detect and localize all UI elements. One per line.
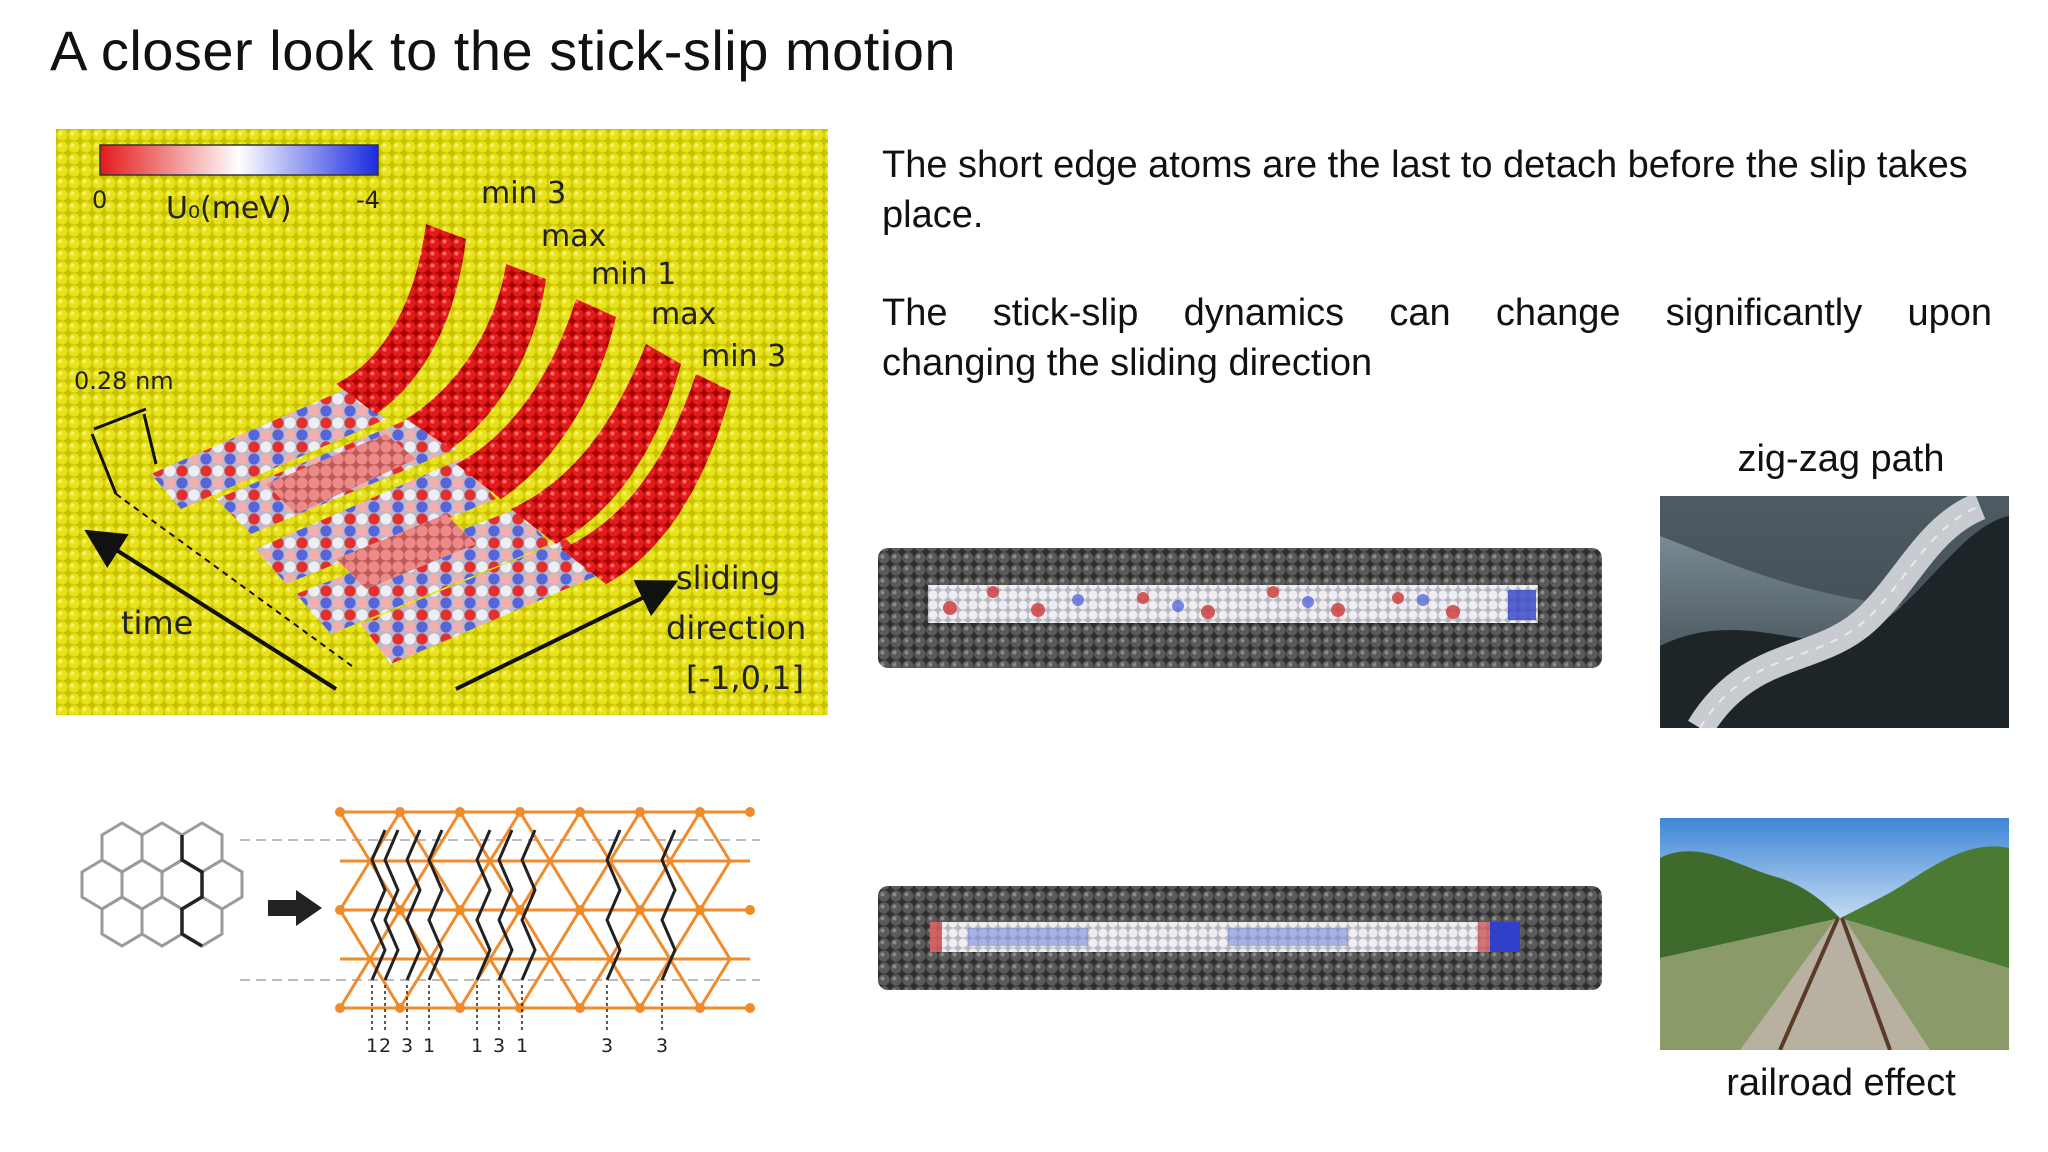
stick-slip-svg: 0 U₀(meV) -4 min 3 max min 1 max min 3 0 (56, 129, 828, 715)
flake-red-spots (943, 586, 1460, 619)
sim1-svg (878, 548, 1602, 668)
scale-markers (90, 407, 158, 495)
flake-blue-spots (1072, 590, 1536, 620)
index-label: 3 (401, 1035, 413, 1057)
orange-nodes (335, 807, 755, 1013)
black-chains (370, 829, 677, 981)
time-arrow (84, 529, 338, 691)
ribbon-4 (511, 344, 681, 544)
ribbon-1 (336, 224, 466, 414)
sliding-label-2: direction (666, 609, 806, 647)
index-label: 1 (366, 1035, 378, 1057)
label-max-2: max (651, 297, 716, 332)
index-label: 3 (601, 1035, 613, 1057)
sliding-label-3: [-1,0,1] (686, 659, 804, 697)
sliding-label-1: sliding (676, 559, 780, 597)
flake-blue-edge (1490, 922, 1520, 952)
slide-title: A closer look to the stick-slip motion (50, 19, 957, 82)
flake-strip-5 (361, 539, 601, 664)
flake-pink-1 (266, 434, 416, 514)
stick-slip-figure: 0 U₀(meV) -4 min 3 max min 1 max min 3 0 (56, 129, 828, 715)
index-labels: 1 2 3 1 1 3 1 3 3 (366, 1035, 668, 1057)
colorbar-max: -4 (356, 186, 380, 214)
ribbon-2 (406, 264, 546, 449)
flake-strip-1 (151, 389, 386, 509)
ribbon-3 (456, 299, 616, 499)
scale-dashed (115, 493, 357, 670)
caption-zigzag: zig-zag path (1737, 438, 1945, 480)
colorbar-label: U₀(meV) (166, 191, 292, 226)
lattice-diagram: 1 2 3 1 1 3 1 3 3 (60, 790, 780, 1060)
road-svg (1660, 496, 2009, 728)
rail-svg (1660, 818, 2009, 1050)
flake-pink-2 (336, 514, 476, 589)
label-min3-bottom: min 3 (701, 339, 786, 374)
index-label: 1 (471, 1035, 483, 1057)
lattice-svg: 1 2 3 1 1 3 1 3 3 (80, 807, 760, 1057)
flake (928, 585, 1538, 623)
index-label: 1 (423, 1035, 435, 1057)
label-min1: min 1 (591, 257, 676, 292)
flake-left-edge (930, 922, 942, 952)
hex-chain (180, 835, 204, 948)
simulation-strip-top (878, 540, 1602, 675)
paragraph-line-1: The stick-slip dynamics can change signi… (882, 292, 1992, 334)
red-ribbons (336, 224, 731, 584)
photo-railroad (1660, 818, 2009, 1050)
label-min3-top: min 3 (481, 176, 566, 211)
flake-strips (151, 389, 601, 664)
flake-strip-3 (256, 459, 496, 584)
sim2-svg (878, 886, 1602, 990)
rail-bed (1740, 918, 1930, 1050)
hex-lattice (80, 821, 244, 948)
flake-blue-tint (968, 928, 1348, 946)
right-arrow-icon (268, 890, 322, 926)
flake-strip-4 (296, 509, 551, 634)
scale-label: 0.28 nm (74, 367, 174, 395)
paragraph-line-2: changing the sliding direction (882, 342, 1373, 384)
colorbar-min: 0 (92, 186, 107, 214)
index-label: 3 (493, 1035, 505, 1057)
rail-right (1840, 917, 1892, 1050)
ribbon-5 (561, 374, 731, 584)
sliding-arrow (455, 580, 679, 691)
label-max-1: max (541, 219, 606, 254)
index-label: 1 (516, 1035, 528, 1057)
time-label: time (121, 604, 193, 642)
paragraph-short-edge: The short edge atoms are the last to det… (882, 144, 1968, 236)
paragraph-sliding-direction: The stick-slip dynamics can change signi… (882, 288, 1992, 388)
colorbar (99, 144, 379, 176)
caption-railroad: railroad effect (1726, 1062, 1956, 1104)
photo-zigzag-road (1660, 496, 2009, 728)
index-label: 3 (656, 1035, 668, 1057)
index-label: 2 (379, 1035, 391, 1057)
simulation-strip-bottom (878, 878, 1602, 996)
rail-left (1778, 917, 1840, 1050)
index-guides (371, 985, 663, 1030)
